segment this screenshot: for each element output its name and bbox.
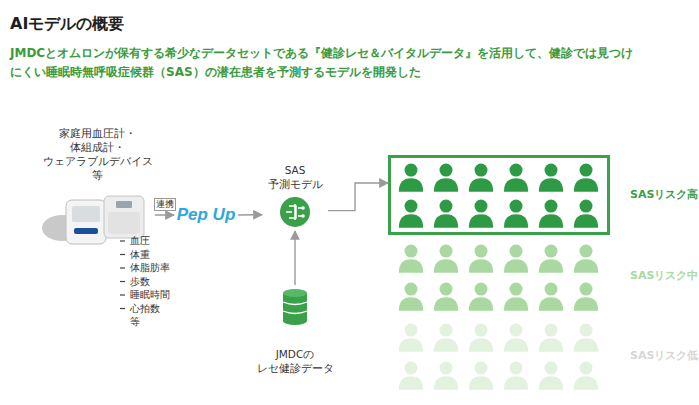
list-item: 等 (130, 315, 140, 329)
person-icon (504, 283, 528, 311)
person-icon (434, 164, 458, 192)
caption: JMDCとオムロンが保有する希少なデータセットである『健診レセ＆バイタルデータ』… (10, 44, 640, 82)
risk-group-box: SASリスク高 (388, 155, 693, 235)
person-icon (539, 283, 563, 311)
person-icon (399, 362, 423, 390)
bullet (120, 254, 125, 255)
person-icon (504, 245, 528, 273)
person-icon (434, 283, 458, 311)
person-icon (399, 200, 423, 228)
ai-icon-circuit (286, 204, 303, 220)
person-icon (539, 245, 563, 273)
person-icon (469, 200, 493, 228)
risk-frame (388, 155, 610, 235)
connector-arrow (294, 231, 295, 285)
person-icon (504, 164, 528, 192)
scale-plate (108, 212, 140, 234)
person-icon (574, 324, 598, 352)
node-text: 家庭用血圧計・ 体組成計・ ウェアラブルデバイス 等 (40, 126, 155, 182)
person-icon (469, 245, 493, 273)
model-node: SAS 予測モデル (262, 163, 328, 231)
person-icon (574, 362, 598, 390)
bullet (120, 294, 125, 295)
person-icon (539, 200, 563, 228)
person-icon (434, 324, 458, 352)
person-icon (469, 324, 493, 352)
bullet (120, 267, 125, 268)
risk-label: SASリスク中 (630, 268, 698, 283)
person-icon (434, 245, 458, 273)
connector-arrow (328, 183, 388, 211)
person-icon (574, 200, 598, 228)
person-icon (539, 324, 563, 352)
list-item: 体脂肪率 (130, 261, 170, 275)
person-icon (539, 362, 563, 390)
device-illustration (42, 196, 144, 244)
person-icon (539, 164, 563, 192)
scale-display (116, 201, 132, 208)
bullet (120, 281, 125, 282)
node-text: Pep Up (174, 202, 238, 228)
node-text: JMDCの レセ健診データ (248, 347, 342, 375)
db-body (283, 293, 307, 321)
database-node: JMDCの レセ健診データ (248, 285, 342, 375)
risk-label: SASリスク低 (630, 348, 698, 363)
node-text: SASリスク高 (630, 187, 698, 202)
connector-arrow (238, 214, 262, 216)
person-icon (469, 362, 493, 390)
scale (104, 196, 144, 238)
list-item: 歩数 (130, 275, 150, 289)
bullet (120, 240, 125, 241)
ai-icon (280, 197, 310, 227)
person-icon (469, 164, 493, 192)
person-icon (504, 200, 528, 228)
list-item: 心拍数 (130, 302, 160, 316)
app-logo: Pep Up (174, 202, 238, 228)
person-icon (399, 283, 423, 311)
person-icon (434, 362, 458, 390)
bullet-dashes (120, 241, 125, 309)
people-low (399, 324, 598, 390)
list-item: 血圧 (130, 234, 150, 248)
people-mid (399, 245, 598, 311)
edge-label: 連携 (154, 198, 176, 211)
person-icon (504, 324, 528, 352)
bullet (120, 308, 125, 309)
ai-icon-bg (280, 197, 310, 227)
ai-icon-dot (301, 214, 305, 218)
device-group: 家庭用血圧計・ 体組成計・ ウェアラブルデバイス 等 (40, 126, 155, 248)
person-icon (399, 164, 423, 192)
db-bands (283, 302, 307, 314)
people-high (399, 164, 598, 228)
database-icon (283, 289, 307, 325)
bp-button (74, 228, 98, 234)
person-icon (574, 283, 598, 311)
person-icon (434, 200, 458, 228)
person-icon (399, 245, 423, 273)
bp-screen (72, 206, 100, 222)
db-top (283, 289, 307, 297)
ai-icon-dot (301, 206, 305, 210)
person-icon (399, 324, 423, 352)
db-bottom (283, 317, 307, 325)
title: AIモデルの概要 (10, 14, 124, 35)
person-icon (574, 164, 598, 192)
bp-monitor (66, 200, 106, 244)
list-item: 体重 (130, 248, 150, 262)
node-text: SAS 予測モデル (262, 163, 328, 191)
list-item: 睡眠時間 (130, 288, 170, 302)
person-icon (504, 362, 528, 390)
connector-arrow (155, 214, 174, 215)
person-icon (469, 283, 493, 311)
person-icon (574, 245, 598, 273)
